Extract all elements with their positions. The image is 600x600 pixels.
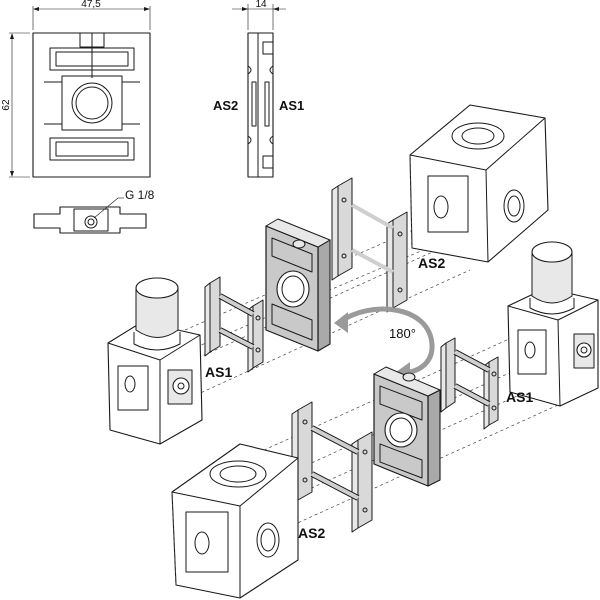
as1-bracket-right [440,337,499,430]
large-housing-bottom [171,443,299,599]
side-view-drawing: 14 AS2 AS1 [213,0,304,178]
thread-size-label: G 1/8 [125,188,155,202]
regulator-left [107,277,203,445]
mounting-plate-lower [373,366,441,487]
top-view-drawing: G 1/8 [33,188,155,234]
side-view-as2-label: AS2 [213,98,238,113]
side-view-as1-label: AS1 [279,98,304,113]
rotation-label: 180° [389,326,416,341]
as1-label-right: AS1 [506,389,533,405]
mounting-plate-upper [265,218,331,352]
as2-bracket-upper [331,177,408,313]
large-housing-top-right [409,104,549,263]
as2-label-lower: AS2 [298,525,325,541]
as1-bracket-left [204,276,264,373]
front-view-drawing: 47,5 62 [1,0,151,178]
height-dimension: 62 [1,99,12,111]
as1-label-left: AS1 [205,364,232,380]
as2-label-upper: AS2 [418,255,445,271]
width-dimension: 47,5 [81,0,101,10]
as2-bracket-lower [291,401,373,533]
regulator-right [507,241,599,407]
depth-dimension: 14 [255,0,267,10]
